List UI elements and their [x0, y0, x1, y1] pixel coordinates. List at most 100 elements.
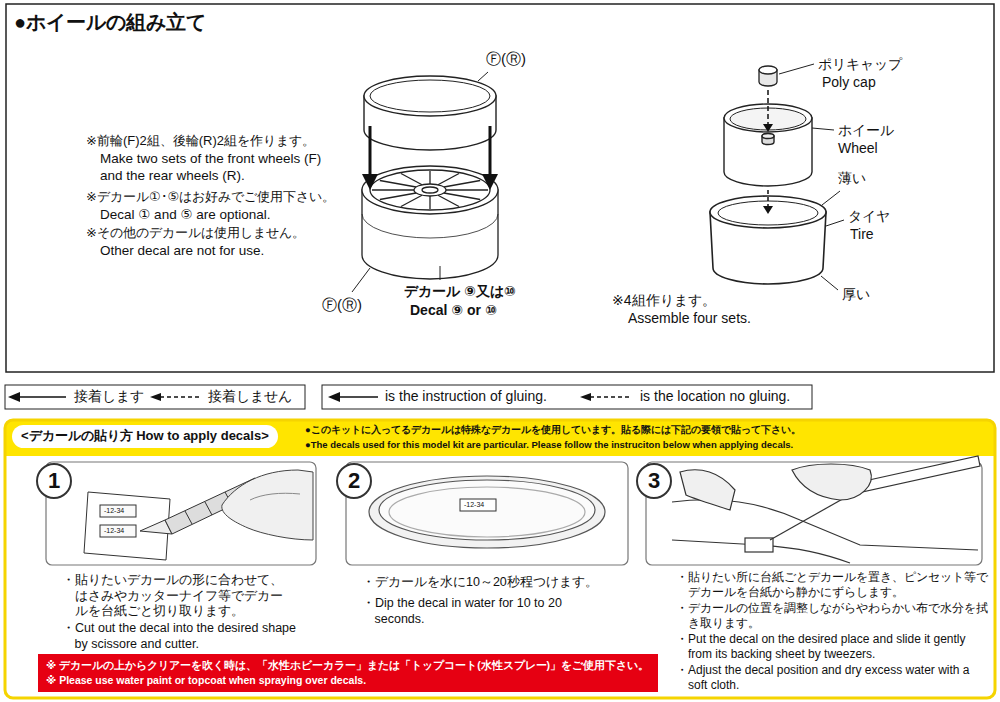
step-panel: 3・貼りたい所に台紙ごとデカールを置き、ピンセット等でデカールを台紙から静かにず… [636, 460, 992, 696]
step2-illustration-shape [369, 476, 605, 548]
part-name: ホイール [838, 122, 894, 140]
step-number-circle-shape [637, 464, 671, 498]
legend-sample-shape [590, 396, 632, 398]
legend-text: is the instruction of gluing. [385, 388, 547, 406]
legend-frame [5, 385, 812, 409]
step-frame-shape [346, 462, 628, 565]
poly-cap [759, 66, 777, 86]
step3-illustration [672, 456, 980, 563]
step-panel: 2・デカールを水に10～20秒程つけます。・Dip the decal in w… [336, 460, 636, 640]
part-name: タイヤ [848, 208, 890, 226]
wheel-face-part-shape [372, 189, 414, 190]
decal-section-frame [5, 420, 995, 698]
note: Make two sets of the front wheels (F) an… [100, 151, 338, 185]
step-text: ・貼りたいデカールの形に合わせて、はさみやカッターナイフ等でデカールを台紙ごと切… [62, 573, 293, 620]
dashed-arrow-shape [767, 190, 769, 206]
legend-sample-shape [328, 392, 340, 402]
note: Other decal are not for use. [100, 243, 264, 260]
thickness-note: 薄い [838, 170, 866, 188]
wheel-face-part-shape [429, 171, 430, 184]
decal-section-frame-shape [5, 420, 995, 456]
note: ※その他のデカールは使用しません。 [86, 225, 305, 241]
poly-cap-shape [759, 66, 777, 74]
decal-print: -12-34 [464, 500, 484, 510]
leader-line [352, 64, 844, 292]
step3-illustration-shape [792, 464, 871, 500]
decal-section-frame-shape [5, 420, 995, 698]
step2-illustration [369, 476, 605, 548]
decal-print: -12-34 [104, 526, 124, 536]
step2-illustration-shape [460, 499, 496, 511]
legend-sample-shape [8, 392, 20, 402]
section-note: ●The decals used for this model kit are … [305, 439, 793, 451]
step3-illustration-shape [680, 470, 735, 510]
note: Decal ① and ⑤ are optional. [100, 207, 271, 224]
warning-text: ※ デカールの上からクリアーを吹く時は、「水性ホビーカラー」または「トップコート… [46, 658, 650, 673]
part-label: Ⓕ(Ⓡ) [486, 50, 526, 69]
legend-text: 接着しません [208, 388, 292, 406]
step-frame [46, 462, 982, 565]
leader-line-shape [779, 64, 814, 74]
wheel-face-part-shape [446, 189, 488, 190]
wheel-rim-part [364, 76, 496, 150]
step-text: ・貼りたい所に台紙ごとデカールを置き、ピンセット等でデカールを台紙から静かにずら… [676, 570, 988, 600]
step1-illustration [84, 470, 313, 560]
section-title: ●ホイールの組み立て [14, 10, 206, 35]
wheel-face-part-shape [444, 193, 480, 200]
legend-frame-shape [5, 385, 305, 409]
wheel-face-part-shape [401, 195, 422, 206]
section-heading: <デカールの貼り方 How to apply decals> [12, 425, 278, 448]
leader-line-shape [478, 72, 488, 81]
step-text: ・Cut out the decal into the desired shap… [62, 621, 310, 652]
step-number-circle-shape [37, 464, 71, 498]
step-text: ・デカールを水に10～20秒程つけます。 [362, 575, 640, 591]
wheel-face-part [362, 166, 498, 279]
wheel-rim-part-shape [370, 80, 490, 112]
step-panel: 1 ・貼りたいデカールの形に合わせて、はさみやカッターナイフ等でデカールを台紙ごと… [36, 460, 336, 655]
leader-line-shape [826, 220, 844, 226]
dashed-arrow-shape [763, 124, 773, 132]
wheel-face-part-shape [362, 166, 498, 214]
wheel-face-part-shape [380, 193, 416, 200]
wheel-face-part-shape [429, 196, 430, 209]
note: Assemble four sets. [628, 310, 751, 328]
part-name: Wheel [838, 140, 878, 158]
step-number-circle-shape [337, 464, 371, 498]
legend-text: 接着します [74, 388, 144, 406]
step-number-circle [37, 464, 671, 498]
wheel-face-part-shape [370, 170, 490, 210]
dashed-arrow [763, 90, 773, 214]
step3-illustration-shape [745, 538, 773, 552]
warning-text: ※ Please use water paint or topcoat when… [46, 673, 650, 688]
tire [710, 196, 826, 284]
step1-illustration-shape [100, 505, 136, 517]
warning-note: ※ デカールの上からクリアーを吹く時は、「水性ホビーカラー」または「トップコート… [38, 654, 658, 692]
step1-illustration-shape [205, 502, 212, 515]
step-number: 1 [37, 464, 71, 498]
wheel-rim-part-shape [364, 76, 496, 116]
step1-illustration-shape [222, 470, 313, 540]
decal-label: デカール ⑨又は⑩ [404, 283, 516, 301]
legend-text: is the location no gluing. [640, 388, 790, 406]
step-text: ・Put the decal on the desired place and … [676, 632, 988, 662]
thickness-note: 厚い [842, 286, 870, 304]
step-text: ・Dip the decal in water for 10 to 20 sec… [362, 596, 597, 627]
legend-sample-shape [580, 393, 591, 401]
leader-line-shape [440, 266, 441, 280]
insert-arrow-shape [362, 174, 378, 190]
legend-sample-shape [150, 393, 161, 401]
insert-arrow-shape [369, 126, 372, 176]
part-name: Tire [850, 226, 874, 244]
step1-illustration-shape [250, 493, 300, 500]
step-text: ・Adjust the decal position and dry exces… [676, 663, 988, 693]
legend-sample-shape [338, 396, 378, 398]
wheel-face-part-shape [438, 174, 459, 185]
note: ※前輪(F)2組、後輪(R)2組を作ります。 [86, 133, 315, 149]
step1-illustration-shape [100, 525, 136, 537]
insert-arrow-shape [482, 174, 498, 190]
leader-line-shape [821, 276, 838, 290]
step2-illustration-shape [379, 480, 595, 540]
decal-print: -12-34 [104, 506, 124, 516]
